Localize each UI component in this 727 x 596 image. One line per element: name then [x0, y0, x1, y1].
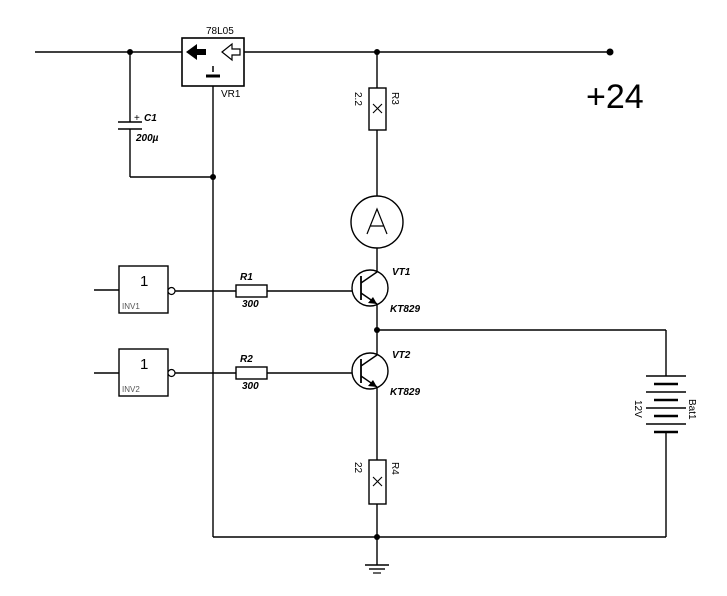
junction-dot	[374, 534, 380, 540]
battery-ref-label: Bat1	[686, 399, 697, 420]
resistor-r2-value: 300	[242, 381, 259, 392]
resistor-r3-value: 2.2	[352, 92, 363, 106]
arrow-left-outline-icon	[221, 42, 241, 62]
transistor-vt2-part: KT829	[390, 387, 420, 398]
inverter-inv1	[118, 265, 176, 314]
capacitor-polarity: +	[134, 113, 140, 124]
inverter-bubble-icon	[167, 368, 176, 378]
resistor-r4-value: 22	[352, 462, 363, 474]
arrow-left-filled-icon	[186, 44, 206, 60]
capacitor-c1	[118, 52, 213, 178]
ammeter	[350, 195, 404, 249]
capacitor-value-label: 200µ	[135, 133, 159, 144]
resistor-r3-ref: R3	[389, 92, 400, 105]
resistor-r4	[368, 459, 387, 505]
supply-rail	[35, 48, 614, 56]
resistor-r1-value: 300	[242, 299, 259, 310]
inverter-inv2-ref: INV2	[122, 385, 140, 394]
inverter-inv2-symbol: 1	[140, 356, 148, 373]
regulator-vr1	[181, 37, 245, 87]
inverter-inv1-ref: INV1	[122, 302, 140, 311]
transistor-vt1-part: KT829	[390, 304, 420, 315]
battery-bat1	[646, 375, 686, 434]
inverter-bubble-icon	[167, 286, 176, 296]
resistor-r2-ref: R2	[240, 354, 253, 365]
transistor-vt2-ref: VT2	[392, 350, 411, 361]
capacitor-ref-label: C1	[144, 113, 157, 124]
regulator-ref-label: VR1	[221, 89, 241, 100]
resistor-r4-ref: R4	[389, 462, 400, 475]
resistor-r3	[368, 87, 387, 131]
regulator-part-label: 78L05	[206, 26, 234, 37]
resistor-r2	[235, 366, 268, 380]
transistor-vt1	[351, 266, 389, 349]
terminal-dot	[606, 48, 614, 56]
supply-voltage-label: +24	[586, 78, 644, 116]
resistor-r1	[235, 284, 268, 298]
ammeter-symbol: A	[386, 238, 387, 241]
transistor-vt2	[351, 349, 389, 460]
ground-icon	[365, 564, 389, 574]
inverter-inv1-symbol: 1	[140, 273, 148, 290]
battery-voltage-label: 12V	[632, 400, 643, 418]
inverter-inv2	[118, 348, 176, 397]
transistor-vt1-ref: VT1	[392, 267, 411, 278]
resistor-r1-ref: R1	[240, 272, 253, 283]
